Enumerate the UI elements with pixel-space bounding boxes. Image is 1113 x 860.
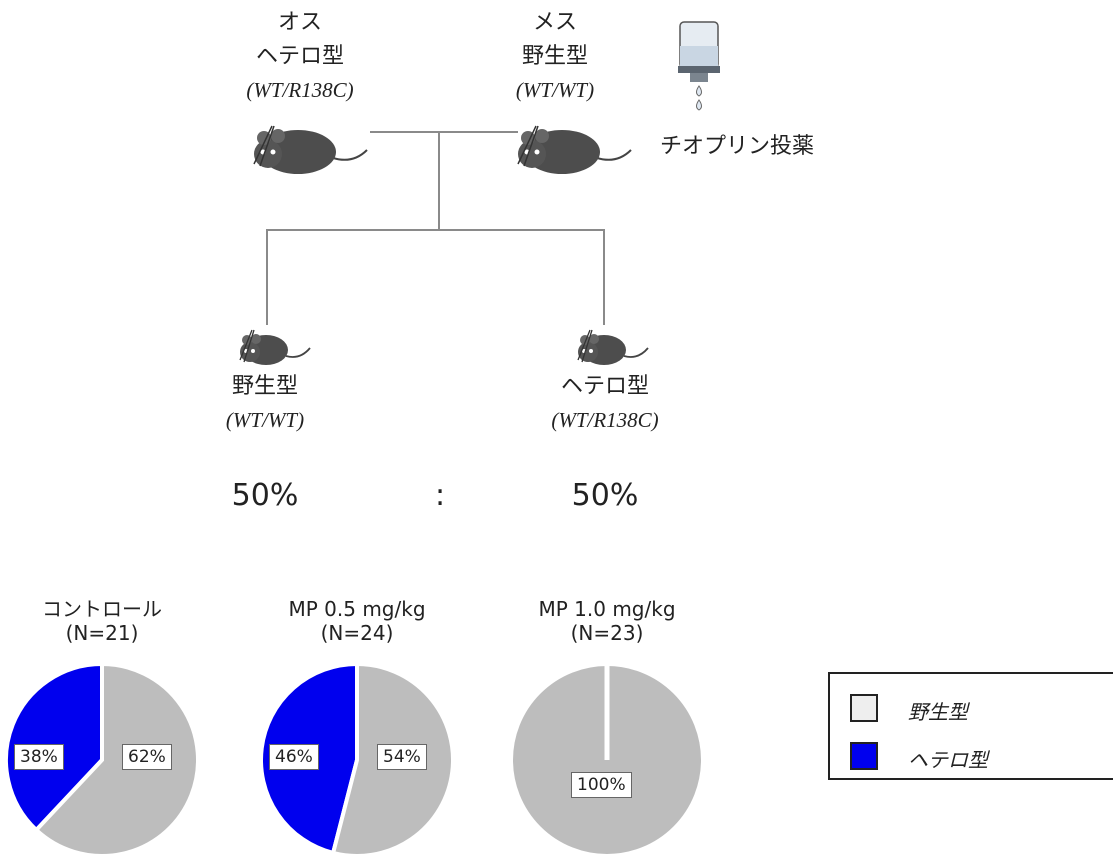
legend-label-hetero: ヘテロ型: [908, 748, 988, 772]
offspring-wt-genotype: (WT/WT): [225, 408, 305, 432]
legend-swatch-hetero: [850, 742, 878, 770]
offspring-het-type: ヘテロ型: [560, 374, 649, 399]
right-child-line: [603, 229, 605, 325]
pie-value-label: 46%: [269, 744, 319, 770]
mouse-male-icon: [253, 125, 368, 174]
pie-chart-2: [509, 662, 705, 858]
pie-value-label: 54%: [377, 744, 427, 770]
sibling-line: [266, 229, 604, 231]
drug-label: チオプリン投薬: [660, 134, 815, 159]
pie-title-1: MP 0.5 mg/kg(N=24): [247, 597, 467, 645]
pie-title-text-2: MP 1.0 mg/kg: [538, 597, 676, 621]
female-genotype-label: (WT/WT): [515, 78, 595, 102]
left-child-line: [266, 229, 268, 325]
offspring-wt-type: 野生型: [231, 374, 298, 399]
mouse-offspring-wt-icon: [239, 329, 311, 365]
female-sex-label: メス: [532, 10, 577, 35]
pie-value-label: 38%: [14, 744, 64, 770]
male-type-label: ヘテロ型: [255, 44, 344, 69]
male-genotype-label: (WT/R138C): [246, 78, 354, 102]
pie-value-label: 62%: [122, 744, 172, 770]
mating-line: [370, 131, 518, 133]
female-type-label: 野生型: [521, 44, 588, 69]
legend-swatch-wildtype: [850, 694, 878, 722]
pie-n-text-1: (N=24): [320, 621, 394, 645]
legend-label-wildtype: 野生型: [908, 700, 968, 724]
ratio-het: 50%: [571, 478, 639, 513]
mouse-female-icon: [517, 125, 632, 174]
water-bottle-icon: [678, 21, 720, 111]
ratio-wt: 50%: [231, 478, 299, 513]
pie-title-text-0: コントロール: [42, 597, 162, 621]
offspring-het-genotype: (WT/R138C): [551, 408, 659, 432]
pie-title-0: コントロール(N=21): [0, 597, 212, 645]
pie-n-text-2: (N=23): [570, 621, 644, 645]
descent-line: [438, 131, 440, 229]
pie-title-text-1: MP 0.5 mg/kg: [288, 597, 426, 621]
ratio-separator: :: [434, 478, 446, 513]
pie-value-label: 100%: [571, 772, 632, 798]
pie-n-text-0: (N=21): [65, 621, 139, 645]
legend: 野生型 ヘテロ型: [828, 672, 1113, 780]
male-sex-label: オス: [277, 10, 322, 35]
mouse-offspring-het-icon: [577, 329, 649, 365]
pie-title-2: MP 1.0 mg/kg(N=23): [497, 597, 717, 645]
